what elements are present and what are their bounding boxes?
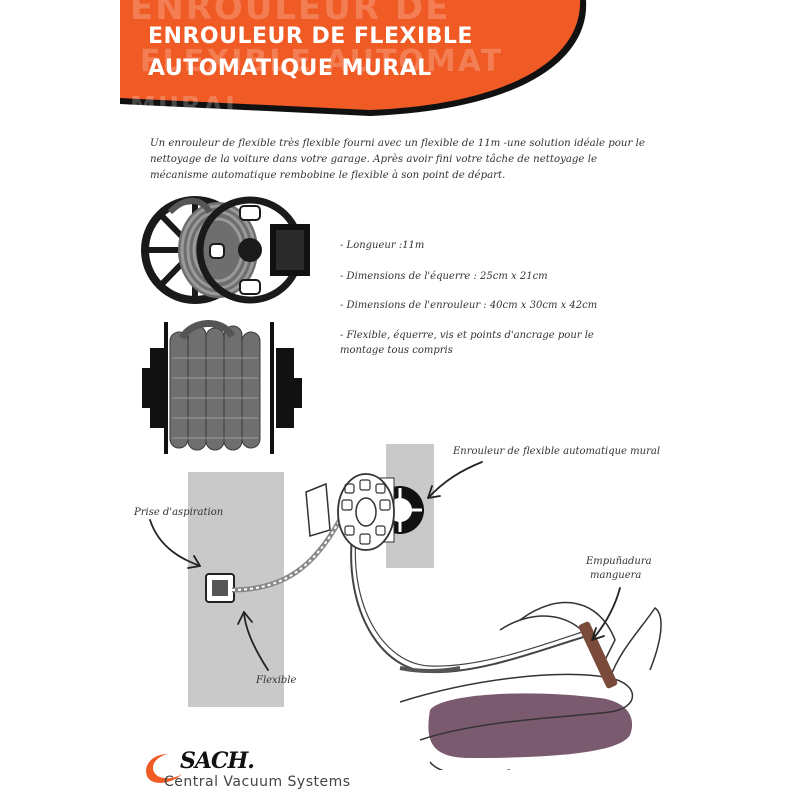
label-handle-line-2: manguera — [590, 570, 642, 581]
product-photo-reel-front — [142, 320, 302, 454]
header-ghost-text-1: ENROULEUR DE — [130, 0, 451, 28]
logo-tagline: Central Vacuum Systems — [164, 774, 351, 790]
arrow-to-reel — [427, 461, 483, 499]
header-banner — [120, 0, 680, 118]
arrow-to-inlet — [149, 519, 201, 567]
header-ghost-text-2: FLEXIBLE AUTOMAT — [140, 44, 504, 79]
intro-paragraph: Un enrouleur de flexible très flexible f… — [150, 138, 645, 181]
header-ghost-text-3: MURAL — [130, 92, 244, 122]
annotation-arrows — [149, 461, 621, 671]
feature-included-parts: - Flexible, équerre, vis et points d'anc… — [340, 330, 594, 356]
page-title-line-1: ENROULEUR DE FLEXIBLE — [148, 24, 473, 49]
label-inlet: Prise d'aspiration — [134, 507, 224, 518]
label-handle-line-1: Empuñadura — [586, 556, 652, 567]
banner-shape — [120, 0, 587, 116]
label-reel: Enrouleur de flexible automatique mural — [453, 446, 661, 457]
feature-reel-dimensions: - Dimensions de l'enrouleur : 40cm x 30c… — [340, 300, 598, 311]
arrow-to-hose — [243, 611, 269, 671]
hose-handle — [578, 621, 618, 689]
product-photo-reel-side — [141, 196, 310, 304]
logo-swoosh-icon — [146, 754, 182, 783]
logo-brand-text: SACH. — [180, 748, 255, 774]
car-seat-cushion — [428, 693, 633, 758]
arrow-to-handle — [591, 587, 621, 641]
label-hose: Flexible — [256, 675, 297, 686]
feature-length: - Longueur :11m — [340, 240, 425, 251]
page-title-line-2: AUTOMATIQUE MURAL — [148, 56, 432, 81]
installation-diagram — [149, 444, 662, 770]
brand-logo: SACH. Central Vacuum Systems — [138, 748, 398, 798]
vacuum-inlet — [205, 573, 235, 603]
feature-bracket-dimensions: - Dimensions de l'équerre : 25cm x 21cm — [340, 271, 548, 282]
